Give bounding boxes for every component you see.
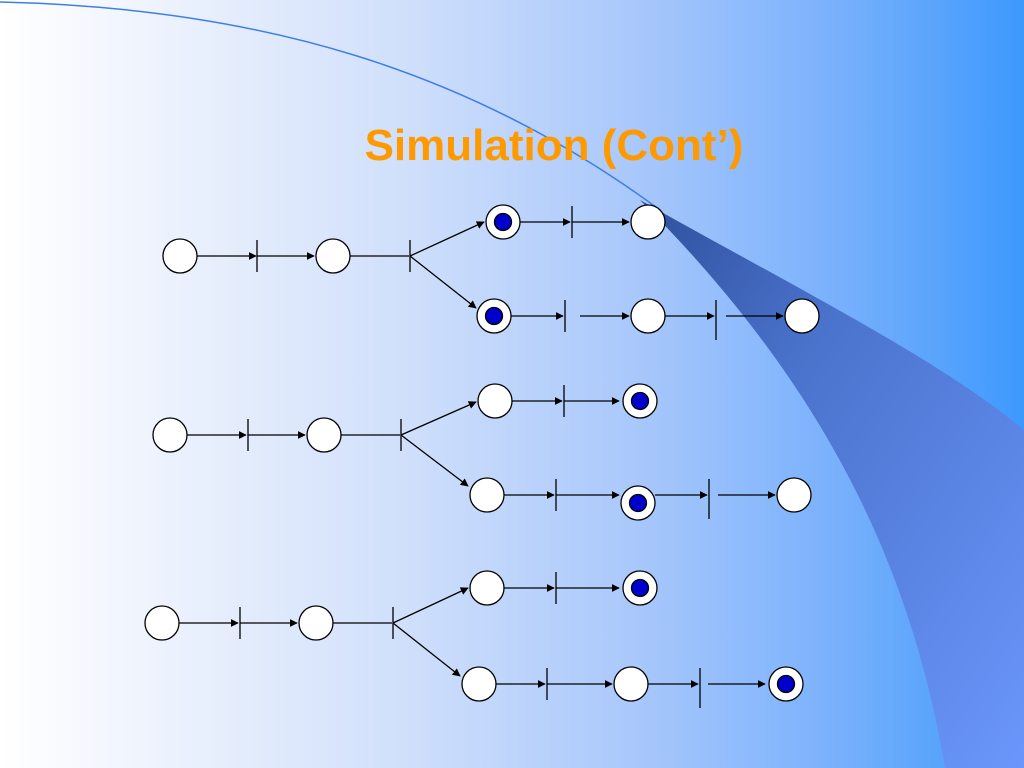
arc	[409, 255, 477, 309]
swoosh-thin-curve	[0, 1, 661, 211]
token	[484, 306, 504, 326]
upper-branch-place-1	[469, 570, 505, 606]
token	[628, 493, 648, 513]
token	[630, 578, 650, 598]
arc	[392, 587, 469, 624]
lower-branch-place-1	[461, 666, 497, 702]
lower-branch-place-2	[613, 666, 649, 702]
swoosh-shape	[640, 200, 1024, 768]
token	[776, 674, 796, 694]
middle-place	[306, 417, 342, 453]
middle-place	[298, 605, 334, 641]
petri-net-middle	[152, 383, 812, 521]
lower-branch-place-3	[784, 298, 820, 334]
arc	[392, 622, 461, 677]
arc	[409, 221, 485, 257]
lower-branch-place-1	[469, 477, 505, 513]
token	[630, 391, 650, 411]
upper-branch-place-2	[630, 204, 666, 240]
lower-branch-place-3	[776, 477, 812, 513]
start-place	[162, 238, 198, 274]
start-place	[144, 605, 180, 641]
start-place	[152, 417, 188, 453]
upper-branch-place-1	[477, 383, 513, 419]
token	[493, 212, 513, 232]
petri-net-bottom	[144, 570, 804, 708]
middle-place	[315, 238, 351, 274]
lower-branch-place-2	[630, 298, 666, 334]
arc	[400, 434, 469, 487]
petri-net-top	[162, 204, 820, 340]
slide-title: Simulation (Cont’)	[364, 121, 744, 170]
arc	[400, 401, 477, 436]
